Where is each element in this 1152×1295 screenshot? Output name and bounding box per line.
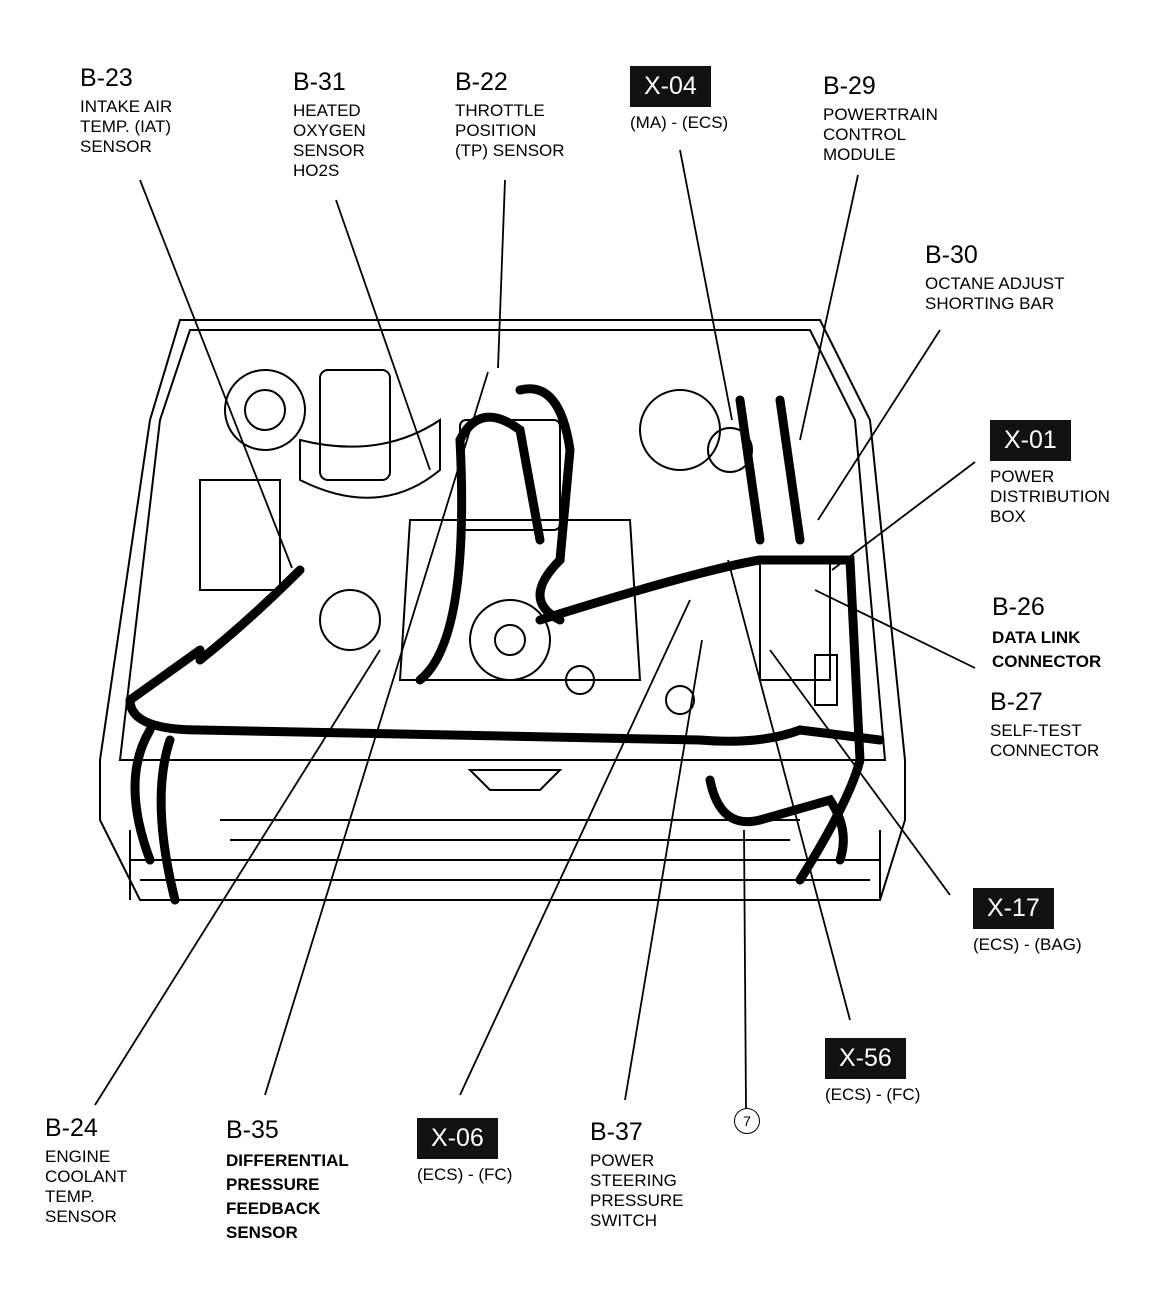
label-code: X-06 <box>417 1118 498 1159</box>
label-code: B-27 <box>990 688 1043 716</box>
label-description: (ECS) - (FC) <box>825 1085 921 1104</box>
label-code: B-26 <box>992 593 1045 621</box>
label-description: DIFFERENTIAL PRESSURE FEEDBACK SENSOR <box>226 1151 349 1242</box>
label-code: B-29 <box>823 72 876 100</box>
label-code: B-22 <box>455 68 508 96</box>
label-code: B-37 <box>590 1118 643 1146</box>
label-x06: X-06 (ECS) - (FC) <box>417 1118 512 1185</box>
label-description: OCTANE ADJUST SHORTING BAR <box>925 274 1065 313</box>
label-description: POWER DISTRIBUTION BOX <box>990 467 1110 526</box>
label-description: INTAKE AIR TEMP. (IAT) SENSOR <box>80 97 173 156</box>
label-code: X-56 <box>825 1038 906 1079</box>
label-description: DATA LINK CONNECTOR <box>992 628 1102 671</box>
label-x56: X-56 (ECS) - (FC) <box>825 1038 920 1105</box>
label-description: POWERTRAIN CONTROL MODULE <box>823 105 938 164</box>
label-description: POWER STEERING PRESSURE SWITCH <box>590 1151 684 1230</box>
leader-lines <box>94 149 976 1109</box>
label-description: (ECS) - (BAG) <box>973 935 1082 954</box>
label-description: SELF-TEST CONNECTOR <box>990 721 1100 760</box>
vehicle-outline <box>99 319 906 901</box>
label-x04: X-04 (MA) - (ECS) <box>630 66 728 133</box>
label-description: THROTTLE POSITION (TP) SENSOR <box>455 101 565 160</box>
label-description: HEATED OXYGEN SENSOR HO2S <box>293 101 366 180</box>
label-code: B-23 <box>80 64 133 92</box>
label-description: (ECS) - (FC) <box>417 1165 513 1184</box>
label-code: B-24 <box>45 1114 98 1142</box>
wiring-harness <box>125 384 885 905</box>
label-code: X-17 <box>973 888 1054 929</box>
reference-marker: 7 <box>734 1108 760 1134</box>
label-description: (MA) - (ECS) <box>630 113 729 132</box>
label-code: B-35 <box>226 1116 279 1144</box>
label-code: B-30 <box>925 241 978 269</box>
label-code: X-04 <box>630 66 711 107</box>
label-description: ENGINE COOLANT TEMP. SENSOR <box>45 1147 128 1226</box>
label-code: B-31 <box>293 68 346 96</box>
label-x17: X-17 (ECS) - (BAG) <box>973 888 1082 955</box>
label-code: X-01 <box>990 420 1071 461</box>
